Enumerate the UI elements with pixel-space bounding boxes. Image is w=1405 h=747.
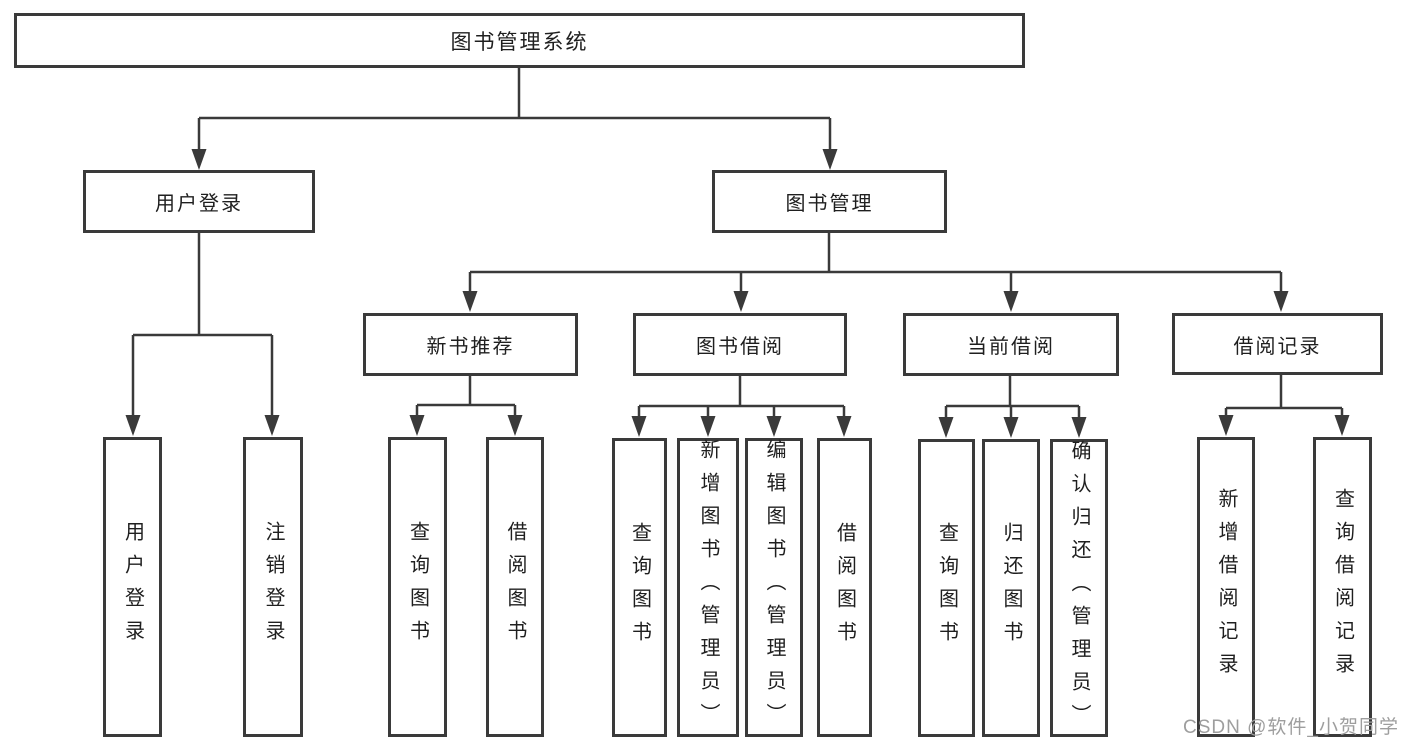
leaf-confirm-return-admin: 确认归还（管理员） <box>1050 439 1108 737</box>
leaf-query-books-recommend: 查询图书 <box>388 437 447 737</box>
node-book-borrow: 图书借阅 <box>633 313 847 376</box>
leaf-query-books-borrow: 查询图书 <box>612 438 667 737</box>
node-new-book-recommend: 新书推荐 <box>363 313 578 376</box>
node-book-management: 图书管理 <box>712 170 947 233</box>
leaf-borrow-books-borrow: 借阅图书 <box>817 438 872 737</box>
arrowheads <box>125 149 1350 438</box>
leaf-borrow-books-recommend: 借阅图书 <box>486 437 544 737</box>
leaf-query-borrow-record: 查询借阅记录 <box>1313 437 1372 737</box>
node-user-login: 用户登录 <box>83 170 315 233</box>
leaf-add-book-admin: 新增图书（管理员） <box>677 438 739 737</box>
leaf-user-login: 用户登录 <box>103 437 162 737</box>
leaf-query-books-current: 查询图书 <box>918 439 975 737</box>
leaf-logout: 注销登录 <box>243 437 303 737</box>
leaf-return-book: 归还图书 <box>982 439 1040 737</box>
node-current-borrow: 当前借阅 <box>903 313 1119 376</box>
node-borrow-records: 借阅记录 <box>1172 313 1383 375</box>
node-library-management-system: 图书管理系统 <box>14 13 1025 68</box>
leaf-edit-book-admin: 编辑图书（管理员） <box>745 438 803 737</box>
leaf-add-borrow-record: 新增借阅记录 <box>1197 437 1255 737</box>
